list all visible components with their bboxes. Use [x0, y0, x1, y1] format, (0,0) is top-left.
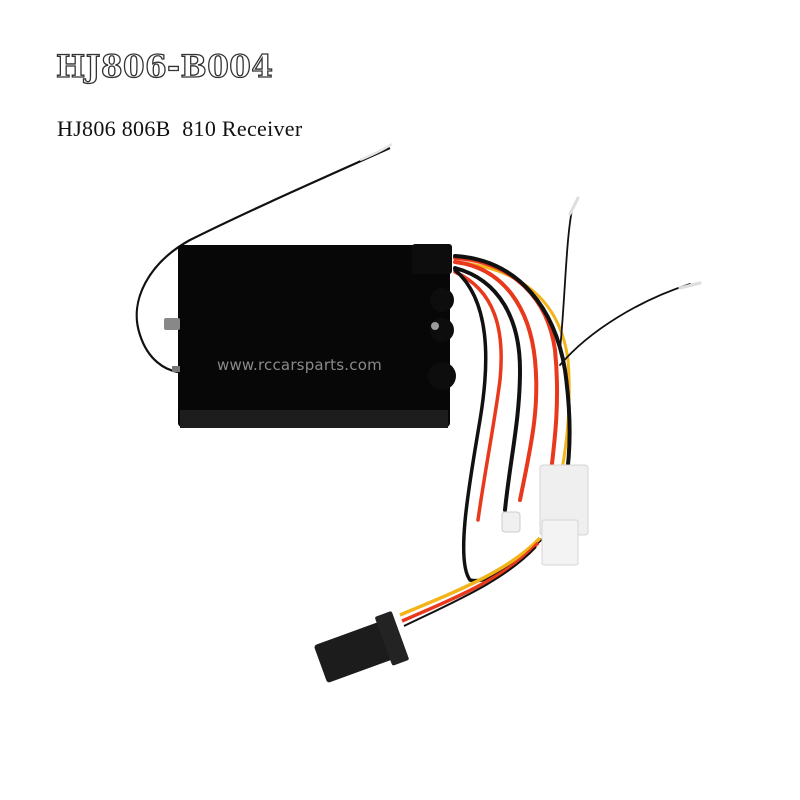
white-connectors	[501, 464, 589, 566]
wire-bundle	[453, 196, 702, 583]
antenna-wire-left	[135, 142, 393, 374]
product-code-title: HJ806-B004	[55, 49, 274, 85]
product-description: HJ806 806B 810 Receiver	[57, 116, 303, 141]
servo-plug	[314, 611, 409, 683]
receiver-case	[164, 244, 456, 428]
watermark-text: www.rccarsparts.com	[217, 356, 382, 374]
servo-lead	[399, 536, 542, 627]
